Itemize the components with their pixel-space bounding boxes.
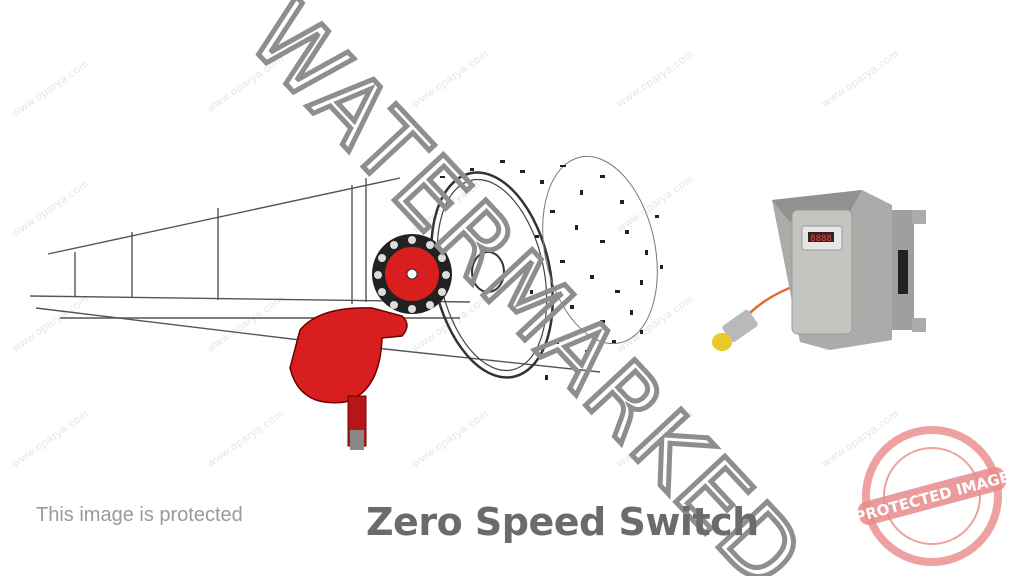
product-photo: 8888 (712, 190, 926, 351)
zero-speed-sensor (289, 307, 408, 450)
protected-image-stamp: PROTECTED IMAGE (853, 426, 1012, 566)
protected-notice: This image is protected (36, 504, 243, 526)
product-title: Zero Speed Switch (366, 500, 759, 544)
bulk-material (440, 160, 663, 380)
svg-text:PROTECTED IMAGE: PROTECTED IMAGE (853, 468, 1012, 527)
diagonal-watermark: WATERMARKED (229, 0, 825, 576)
svg-text:8888: 8888 (810, 234, 832, 244)
